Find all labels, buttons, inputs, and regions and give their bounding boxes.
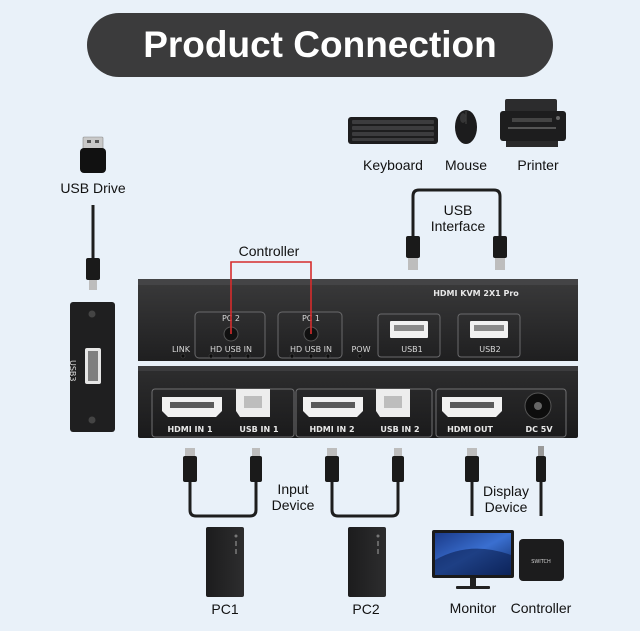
pc1-label: PC1 — [211, 601, 239, 617]
usb1-label: USB1 — [401, 345, 423, 354]
usb2-label: USB2 — [479, 345, 501, 354]
display-device-label-line2: Device — [484, 499, 528, 515]
monitor-icon — [432, 530, 514, 589]
usb-in-1-label: USB IN 1 — [239, 425, 279, 434]
controller-box-icon: SWITCH — [519, 539, 564, 581]
controller-top-label: Controller — [238, 243, 300, 259]
controller-wire — [230, 261, 312, 334]
dc-label: DC 5V — [525, 425, 553, 434]
keyboard-label: Keyboard — [363, 157, 423, 173]
hdmi-out-label: HDMI OUT — [447, 425, 493, 434]
usb-in-2-label: USB IN 2 — [380, 425, 419, 434]
pc1-icon — [206, 527, 244, 597]
controller-bottom-label: Controller — [510, 600, 572, 616]
side-usb3-panel — [70, 302, 115, 432]
pc2-icon — [348, 527, 386, 597]
title-text: Product Connection — [143, 24, 497, 65]
display-device-label-line1: Display — [483, 483, 529, 499]
usb-interface-label-line1: USB — [443, 202, 473, 218]
bottom-cables — [188, 482, 543, 518]
pc1-port-labels: HD USB IN — [290, 345, 332, 354]
printer-label: Printer — [517, 157, 559, 173]
pc2-port-labels: HD USB IN — [210, 345, 252, 354]
mouse-label: Mouse — [444, 157, 488, 173]
kvm-switch-top: HDMI KVM 2X1 Pro PC 2 PC 1 HD USB IN HD … — [138, 279, 578, 361]
switch-badge: SWITCH — [531, 559, 551, 565]
usb-interface-plugs — [406, 236, 507, 270]
kvm-model-label: HDMI KVM 2X1 Pro — [433, 289, 519, 298]
input-device-label-line2: Device — [271, 497, 315, 513]
printer-icon — [500, 99, 566, 147]
link-label: LINK — [172, 345, 191, 354]
input-device-label-line1: Input — [277, 481, 309, 497]
usb3-label: USB3 — [68, 360, 77, 382]
mouse-icon — [455, 110, 477, 144]
pc2-label-bottom: PC2 — [352, 601, 380, 617]
title-banner: Product Connection — [87, 13, 553, 77]
hdmi-in-2-label: HDMI IN 2 — [309, 425, 354, 434]
bottom-plugs — [183, 446, 546, 482]
keyboard-icon — [348, 117, 438, 144]
pow-label: POW — [351, 345, 370, 354]
usb-drive-icon — [80, 136, 106, 173]
monitor-label: Monitor — [449, 600, 497, 616]
usb-drive-cable — [86, 205, 100, 290]
usb-interface-label-line2: Interface — [430, 218, 486, 234]
usb-drive-label: USB Drive — [60, 180, 126, 196]
usb-interface-cables — [411, 188, 502, 236]
hdmi-in-1-label: HDMI IN 1 — [167, 425, 213, 434]
kvm-switch-back: HDMI IN 1 USB IN 1 HDMI IN 2 USB IN 2 HD… — [138, 366, 578, 438]
